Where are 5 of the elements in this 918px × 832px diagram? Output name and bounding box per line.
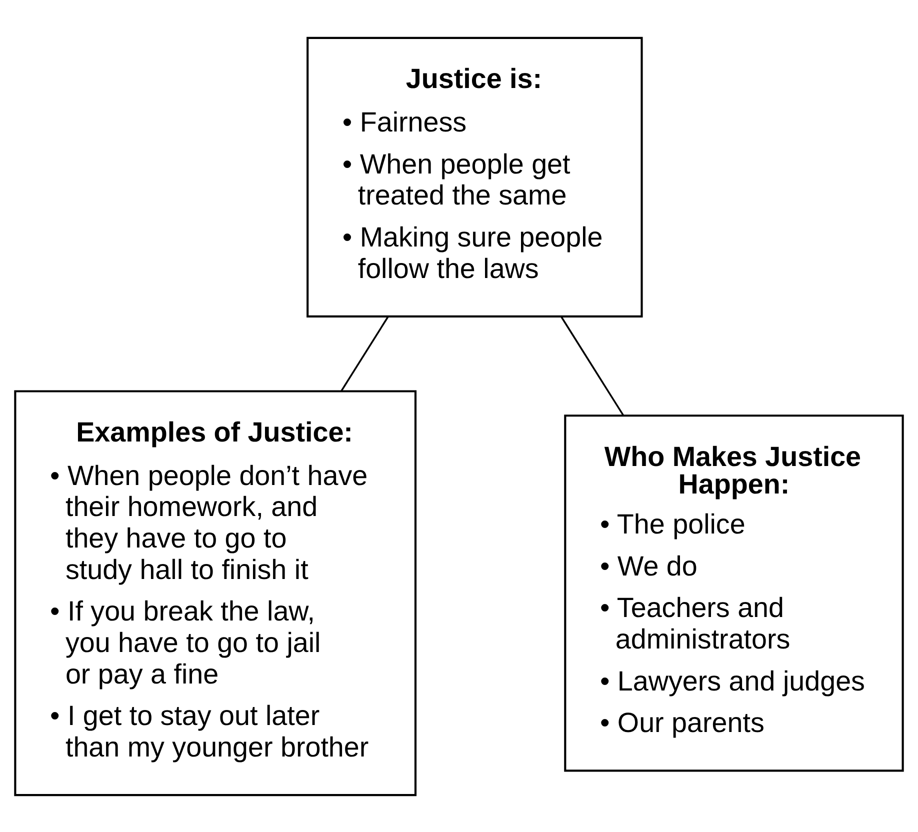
node-box: Examples of Justice: • When people don’t have their homework, and they have to go to study hall to finish it • If you break the law, you have to go to jail or pay a fine • I get to stay out later than my younger brother [14,390,417,796]
connector [560,316,624,416]
connector [340,316,389,392]
node-box: Justice is: • Fairness • When people get treated the same • Making sure people follow the laws [306,36,643,317]
node-box: Who Makes Justice Happen: • The police • We do • Teachers and administrators • Lawyers and judges • Our parents [564,414,904,772]
